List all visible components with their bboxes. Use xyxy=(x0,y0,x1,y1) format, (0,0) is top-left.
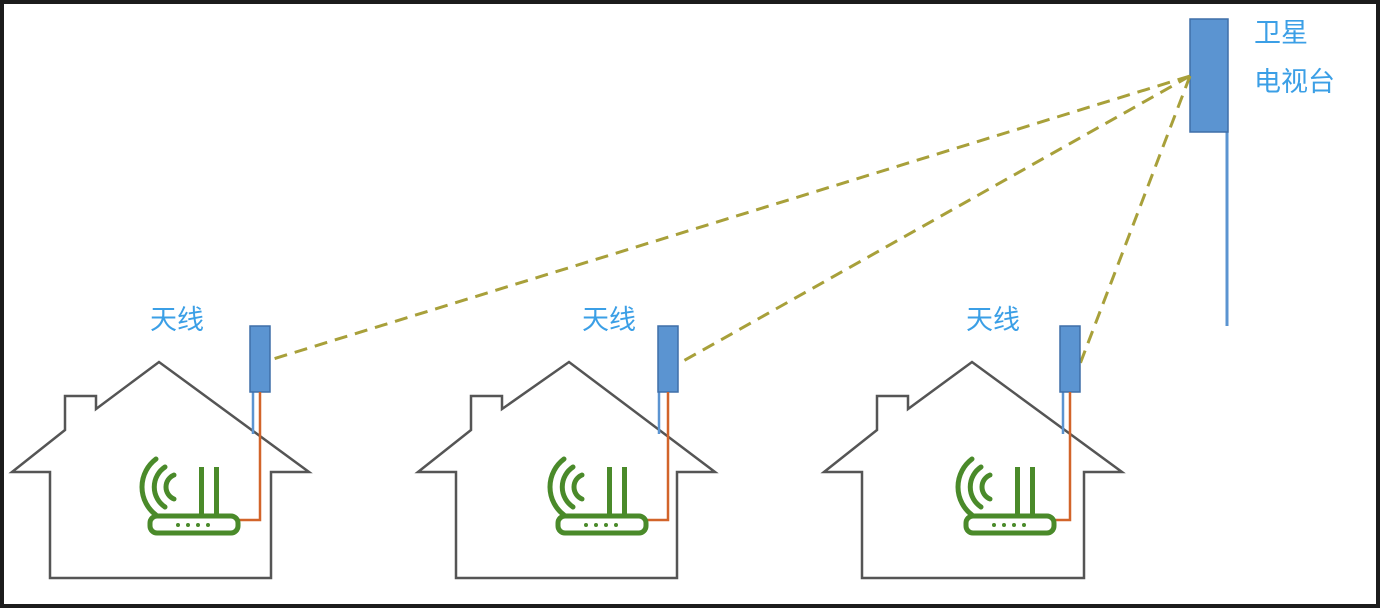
signal-line-1 xyxy=(269,74,1191,362)
antenna-label: 天线 xyxy=(966,305,1020,336)
signal-lines xyxy=(269,74,1192,366)
signal-line-3 xyxy=(1078,75,1192,365)
cable xyxy=(646,392,670,522)
antenna-panel-icon xyxy=(657,325,679,393)
antenna-panel-icon xyxy=(1059,325,1081,393)
house-3 xyxy=(820,325,1126,580)
house-2 xyxy=(414,325,719,580)
cable xyxy=(238,392,262,522)
signal-line-2 xyxy=(677,74,1191,366)
house-1 xyxy=(8,325,313,580)
satellite-tv-diagram xyxy=(8,18,1229,580)
broadcast-tower-icon xyxy=(1189,18,1229,133)
station-label-line2: 电视台 xyxy=(1254,67,1335,98)
antenna-label: 天线 xyxy=(150,305,204,336)
house-outline-icon xyxy=(820,360,1126,580)
antenna-label: 天线 xyxy=(582,305,636,336)
antenna-panel-icon xyxy=(249,325,271,393)
tv-station-tower xyxy=(1189,18,1229,326)
station-label-line1: 卫星 xyxy=(1254,18,1308,49)
